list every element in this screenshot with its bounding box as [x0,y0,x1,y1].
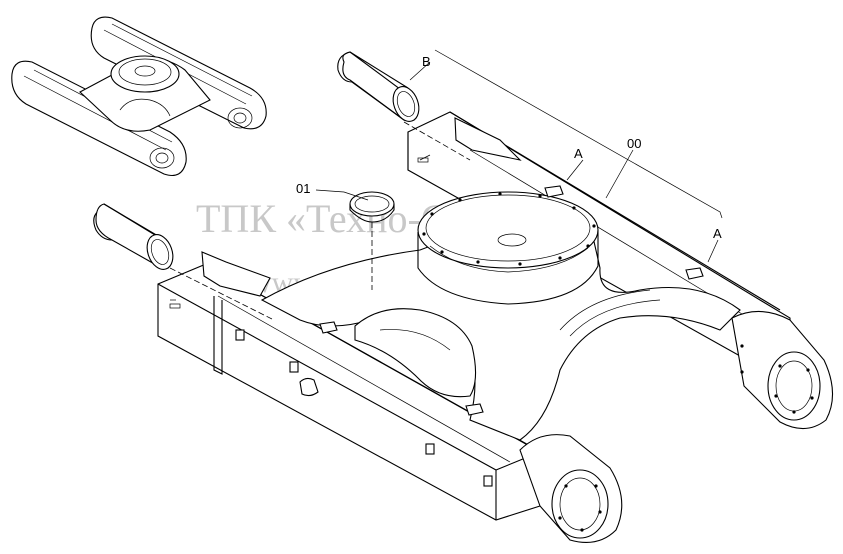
callouts: B A A 00 01 [296,54,722,241]
swing-bearing-seat [417,191,599,305]
cylinder-part-lower [93,203,174,270]
overview-thumbnail [11,16,267,177]
lug-pads [235,185,704,487]
center-lines [169,121,471,321]
callout-a-upper: A [574,146,583,161]
callout-ring-01: 01 [296,181,310,196]
track-frame [157,111,834,543]
drive-bracket-far [731,310,834,430]
callout-b: B [422,54,431,69]
cylinder-part-b [337,51,420,122]
drive-bracket-near [519,434,623,543]
callout-a-lower: A [713,226,722,241]
leader-lines [315,49,723,263]
callout-assembly-00: 00 [627,136,641,151]
